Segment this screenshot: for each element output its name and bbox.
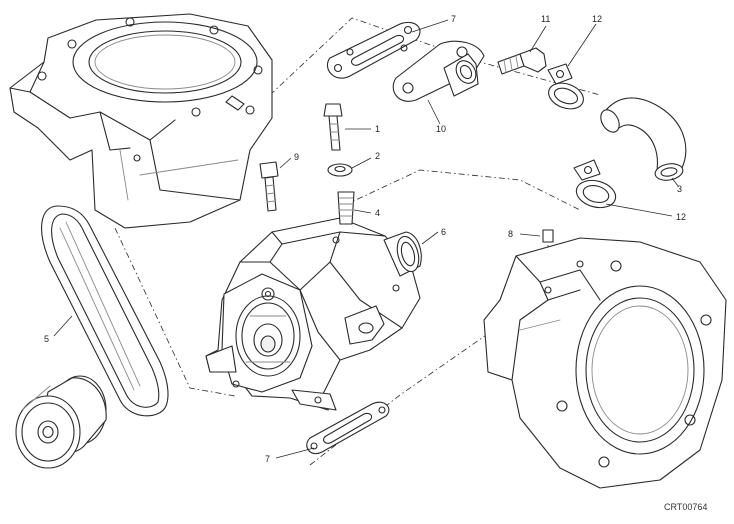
callout-7-upper: 7 (451, 14, 456, 24)
callout-8: 8 (508, 229, 513, 239)
callout-9: 9 (294, 152, 299, 162)
hose-clamp-lower (573, 159, 617, 209)
stud-4 (337, 191, 355, 225)
coolant-hose (600, 97, 687, 181)
callout-1: 1 (375, 124, 380, 134)
lower-cylinder-head (483, 237, 727, 489)
callout-10: 10 (436, 124, 446, 134)
callout-11: 11 (541, 14, 550, 24)
dowel-pin-8 (542, 229, 554, 243)
timing-belt (41, 205, 169, 417)
callout-labels: 1 2 3 4 5 6 7 7 8 9 10 11 12 12 (44, 14, 686, 464)
callout-6: 6 (441, 227, 446, 237)
callout-7-lower: 7 (265, 454, 270, 464)
water-pump (205, 217, 422, 411)
gasket-lower (306, 401, 390, 455)
outlet-flange (392, 40, 485, 102)
belt-pulley (15, 375, 107, 469)
callout-4: 4 (375, 208, 380, 218)
callout-12-lower: 12 (676, 212, 686, 222)
leader-lines (53, 19, 679, 459)
washer-2 (327, 163, 353, 177)
callout-12-upper: 12 (592, 14, 602, 24)
callout-2: 2 (375, 151, 380, 161)
callout-5: 5 (44, 334, 49, 344)
callout-3: 3 (677, 184, 682, 194)
bolt-1 (323, 103, 343, 151)
bleed-screw (497, 47, 547, 75)
bolt-9 (259, 161, 279, 212)
hose-clamp-upper (547, 63, 584, 110)
upper-cylinder-block (9, 13, 273, 229)
gasket-upper (326, 22, 421, 79)
drawing-reference-code: CRT00764 (664, 502, 707, 512)
